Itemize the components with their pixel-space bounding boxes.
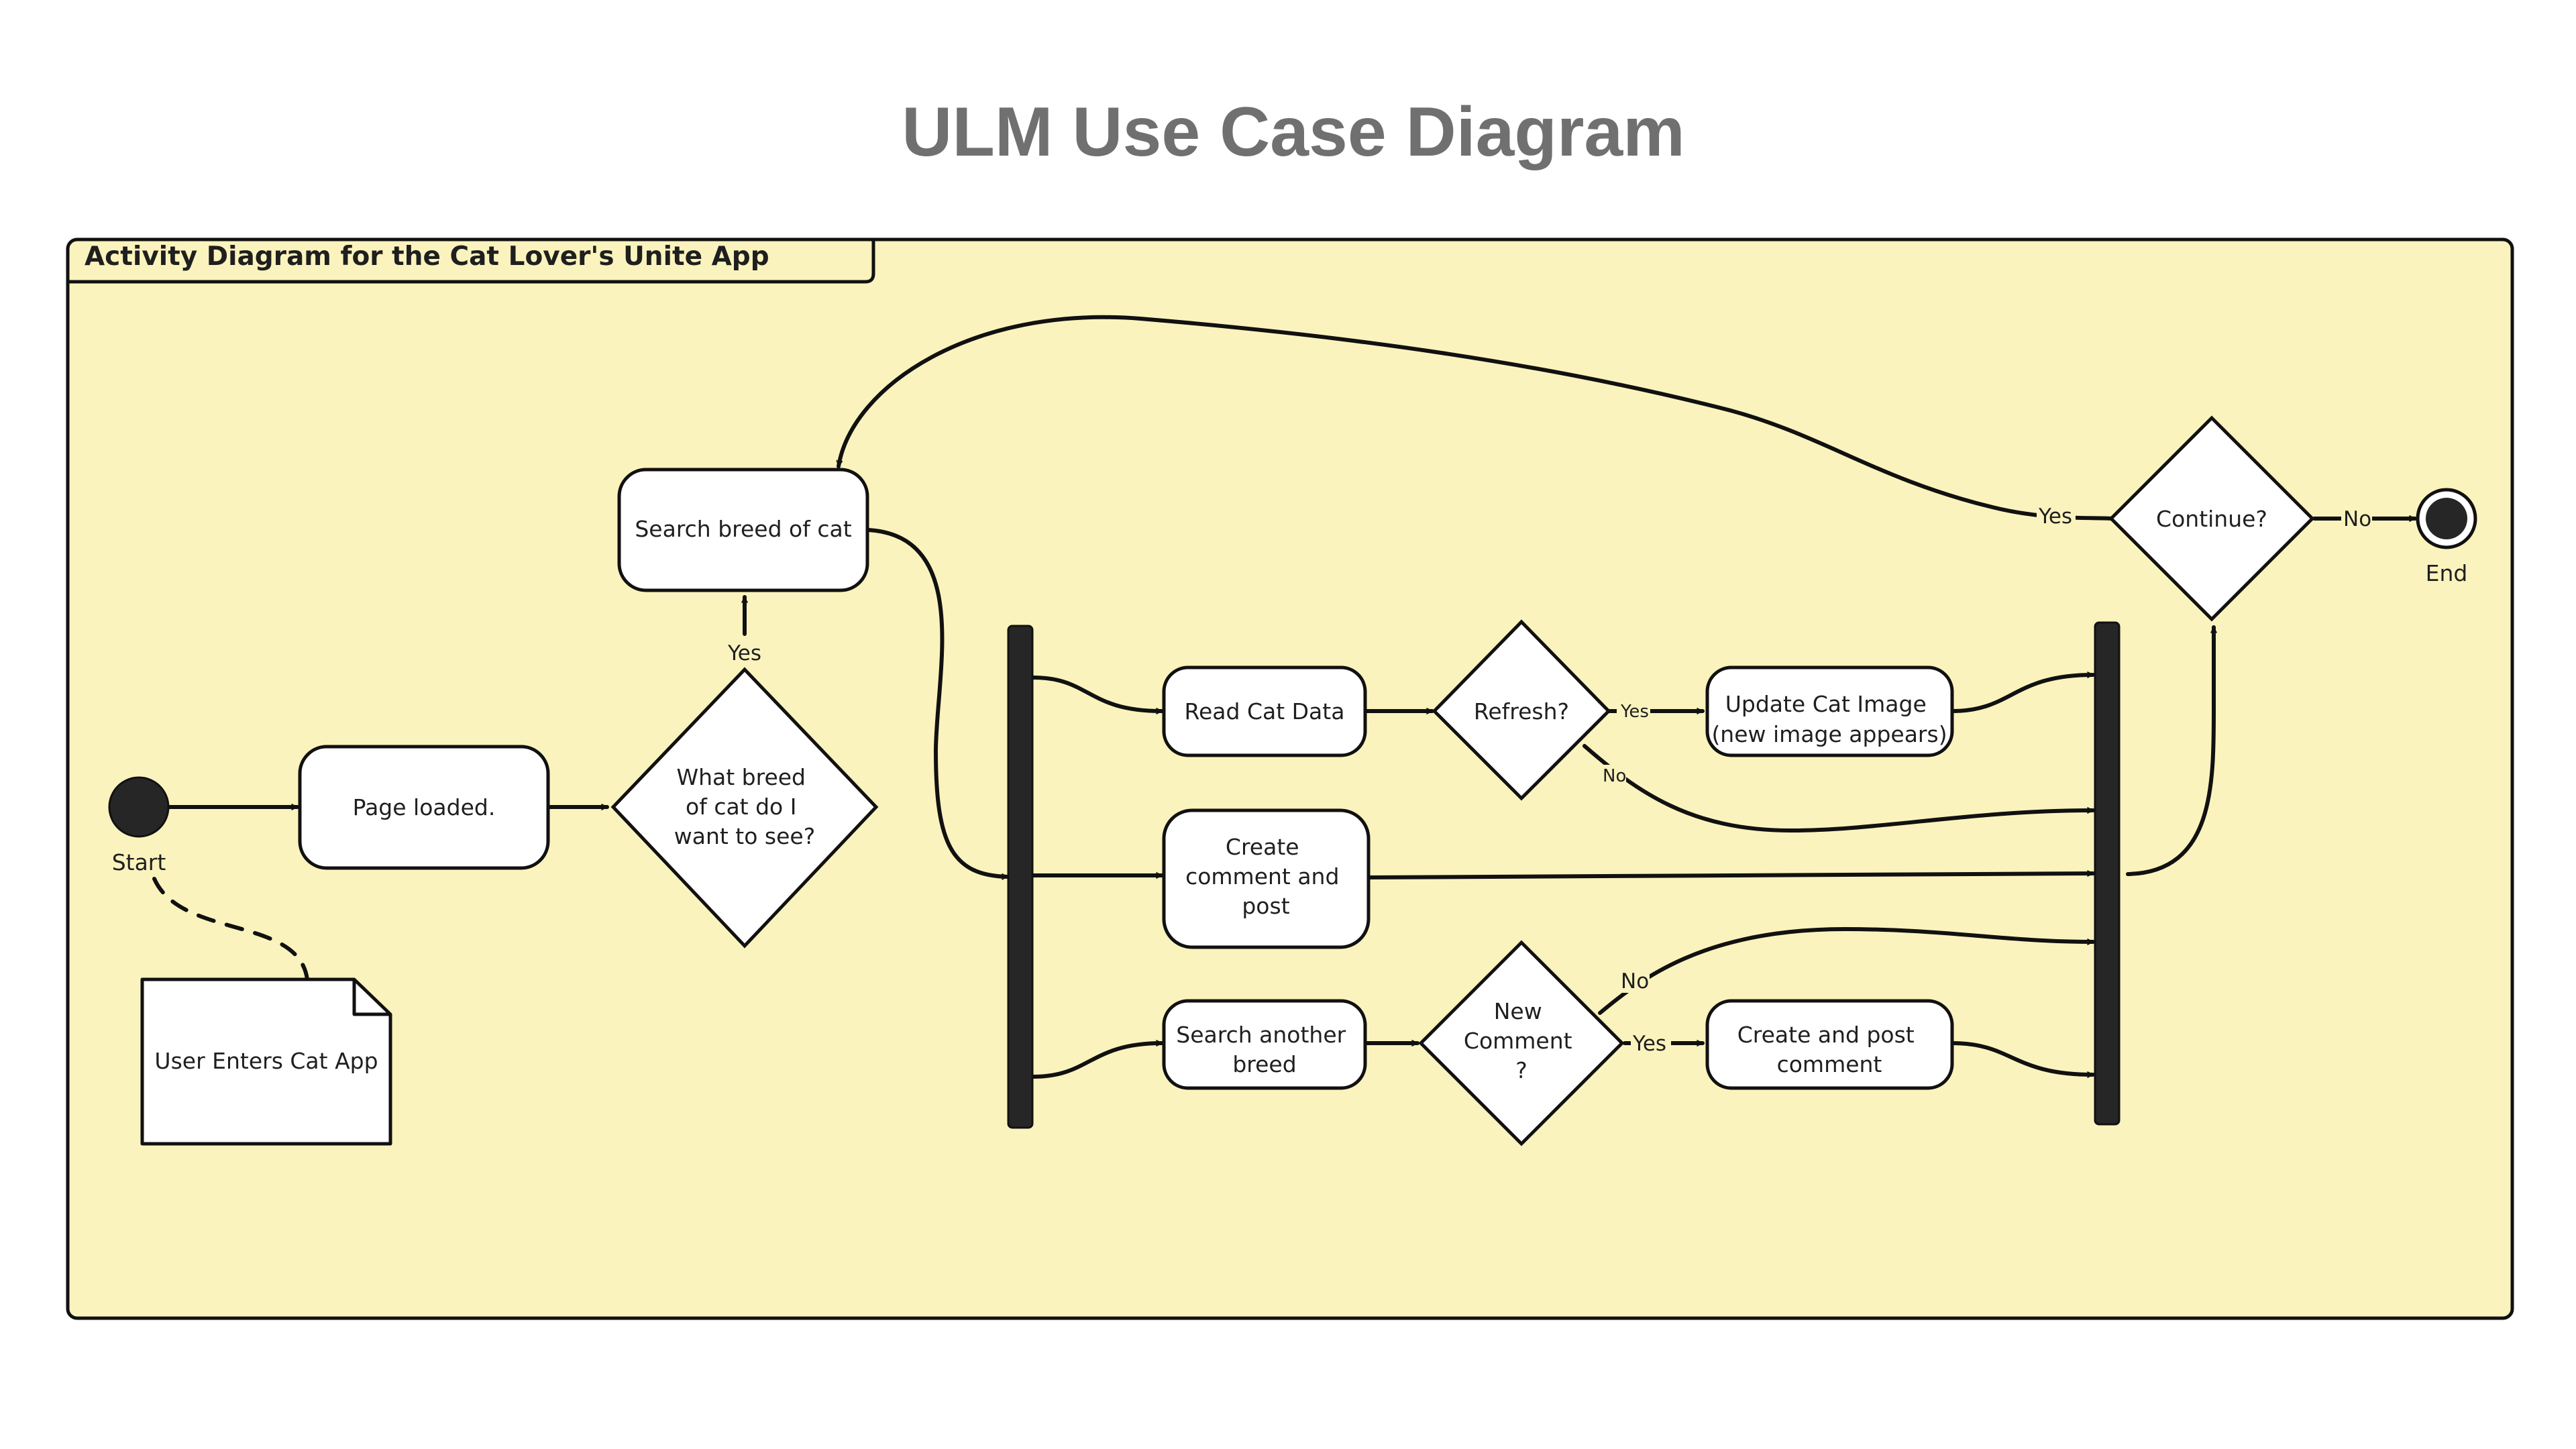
edge-fork-to-search-another [1031, 1040, 1164, 1079]
refresh-label: Refresh? [1474, 698, 1569, 724]
read-cat-data-label: Read Cat Data [1185, 698, 1345, 724]
edge-label-bg [2341, 506, 2372, 533]
update-cat-image-label: Update Cat Image (new image appears) [1711, 691, 1947, 747]
create-comment-label: Create comment and post [1185, 834, 1346, 919]
edge-label-new-comment-no: No [1621, 969, 1649, 994]
fork-bar [1007, 625, 1034, 1129]
edge-label-continue-yes: Yes [2038, 504, 2072, 529]
refresh-decision [1432, 619, 1611, 801]
search-another-line-1: Search another [1176, 1022, 1346, 1048]
frame-label-tab [69, 241, 875, 284]
create-comment-line-2: comment and [1185, 863, 1339, 890]
update-cat-image-action [1705, 665, 1954, 757]
note-fold-corner [352, 979, 390, 1016]
edge-join-to-continue [2126, 625, 2217, 876]
what-breed-line-1: What breed [676, 764, 806, 790]
edge-label-continue-no: No [2343, 507, 2371, 531]
create-comment-action [1162, 808, 1371, 949]
update-cat-image-line-2: (new image appears) [1711, 721, 1947, 747]
edge-label-bg [1631, 1032, 1671, 1056]
page-loaded-action [298, 745, 550, 870]
end-node [2426, 498, 2467, 539]
update-cat-image-line-1: Update Cat Image [1725, 691, 1927, 717]
what-breed-decision [610, 667, 879, 949]
create-comment-line-3: post [1242, 893, 1289, 919]
edge-label-refresh-no: No [1603, 766, 1626, 786]
start-label: Start [112, 849, 166, 875]
edge-label-bg [1599, 765, 1626, 786]
search-another-action [1162, 999, 1367, 1090]
create-post-comment-action [1705, 999, 1954, 1090]
new-comment-line-1: New [1494, 998, 1542, 1024]
edge-continue-yes-to-search [836, 315, 2115, 521]
edge-label-what-breed-yes: Yes [727, 641, 761, 665]
continue-decision [2108, 415, 2315, 622]
start-node [108, 776, 170, 838]
what-breed-line-2: of cat do I [686, 794, 796, 820]
note-connector [152, 877, 309, 981]
user-enters-note [140, 977, 392, 1146]
create-post-comment-label: Create and post comment [1737, 1022, 1921, 1077]
page-loaded-label: Page loaded. [353, 794, 496, 820]
edge-fork-to-read-data [1031, 676, 1164, 714]
edge-search-to-fork [867, 528, 1010, 880]
continue-label: Continue? [2156, 506, 2267, 532]
create-comment-line-1: Create [1226, 834, 1299, 860]
page-title: ULM Use Case Diagram [902, 93, 1685, 171]
edge-create-comment-to-join [1366, 870, 2095, 879]
create-post-comment-line-1: Create and post [1737, 1022, 1915, 1048]
edge-label-new-comment-yes: Yes [1632, 1032, 1666, 1056]
note-label: User Enters Cat App [154, 1048, 378, 1074]
edge-update-to-join [1950, 672, 2095, 713]
edge-label-refresh-yes: Yes [1620, 702, 1649, 722]
search-another-line-2: breed [1232, 1051, 1296, 1077]
search-breed-action [617, 468, 869, 592]
edge-label-bg [1617, 700, 1650, 722]
new-comment-line-2: Comment [1464, 1028, 1572, 1054]
what-breed-label: What breed of cat do I want to see? [674, 764, 816, 849]
create-post-comment-line-2: comment [1777, 1051, 1882, 1077]
join-bar [2094, 621, 2121, 1126]
search-another-label: Search another breed [1176, 1022, 1352, 1077]
new-comment-decision [1418, 940, 1625, 1146]
new-comment-line-3: ? [1515, 1057, 1527, 1083]
what-breed-line-3: want to see? [674, 823, 816, 849]
frame-title: Activity Diagram for the Cat Lover's Uni… [85, 241, 769, 272]
end-label: End [2426, 560, 2468, 586]
edge-label-bg [1619, 969, 1650, 993]
new-comment-label: New Comment ? [1464, 998, 1579, 1083]
search-breed-label: Search breed of cat [635, 516, 851, 542]
edge-label-bg [2037, 503, 2076, 530]
edge-create-post-to-join [1950, 1041, 2095, 1078]
edge-refresh-no-to-join [1582, 744, 2095, 833]
read-cat-data-action [1162, 665, 1367, 757]
